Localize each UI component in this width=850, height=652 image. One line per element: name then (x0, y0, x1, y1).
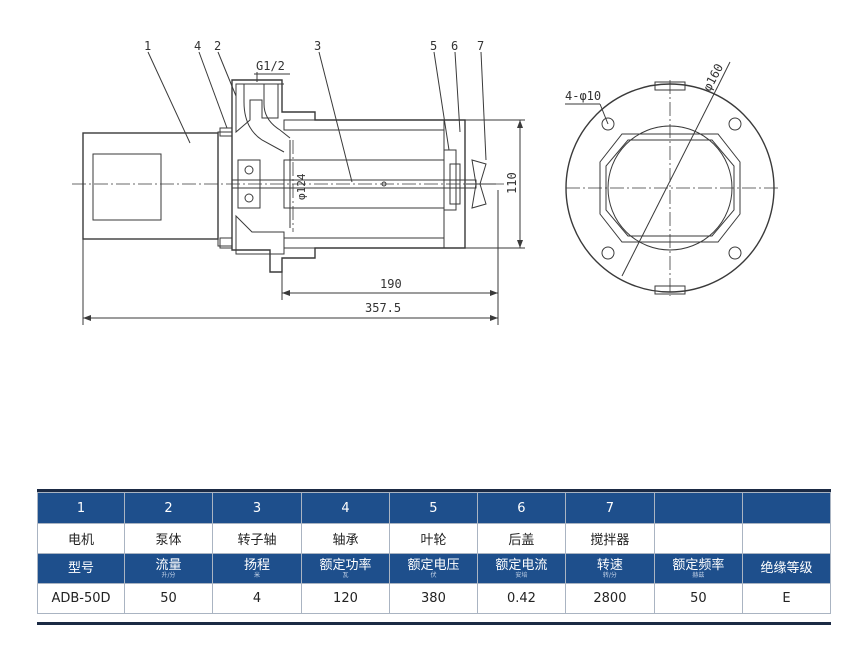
part-number-row: 1 2 3 4 5 6 7 (37, 492, 832, 524)
part-name-cell: 转子轴 (211, 523, 302, 554)
value-flow: 50 (123, 583, 213, 614)
thread-label: G1/2 (256, 59, 285, 73)
part-name-cell: 后盖 (476, 523, 566, 554)
part-name-cell: 泵体 (123, 523, 213, 554)
part-name-row: 电机 泵体 转子轴 轴承 叶轮 后盖 搅拌器 (37, 523, 832, 554)
dim-length-total: 357.5 (365, 301, 401, 315)
spec-table: 1 2 3 4 5 6 7 电机 泵体 转子轴 轴承 叶轮 后盖 搅拌器 型号 … (37, 492, 832, 614)
header-insulation: 绝缘等级 (741, 553, 832, 584)
callout-2: 2 (214, 39, 221, 53)
front-view: 4-φ10 φ160 (565, 61, 780, 296)
header-voltage: 额定电压伏 (388, 553, 478, 584)
part-number-cell: 1 (37, 492, 125, 524)
part-number-cell (741, 492, 832, 524)
part-name-cell: 轴承 (300, 523, 390, 554)
header-head: 扬程米 (211, 553, 302, 584)
header-model: 型号 (37, 553, 125, 584)
callout-5: 5 (430, 39, 437, 53)
part-name-cell: 电机 (37, 523, 125, 554)
value-model: ADB-50D (37, 583, 125, 614)
table-bottom-rule (37, 622, 831, 625)
motor-body (82, 132, 219, 240)
value-frequency: 50 (653, 583, 743, 614)
part-number-cell: 7 (564, 492, 655, 524)
header-speed: 转速转/分 (564, 553, 655, 584)
header-flow: 流量升/分 (123, 553, 213, 584)
value-speed: 2800 (564, 583, 655, 614)
value-power: 120 (300, 583, 390, 614)
callout-6: 6 (451, 39, 458, 53)
spec-value-row: ADB-50D 50 4 120 380 0.42 2800 50 E (37, 583, 832, 614)
part-name-cell (741, 523, 832, 554)
side-view: 1 4 2 3 5 6 7 G1/2 φ124 110 190 357.5 (72, 39, 525, 325)
value-head: 4 (211, 583, 302, 614)
dim-length-short: 190 (380, 277, 402, 291)
part-name-cell: 搅拌器 (564, 523, 655, 554)
part-name-cell: 叶轮 (388, 523, 478, 554)
part-number-cell: 3 (211, 492, 302, 524)
callout-7: 7 (477, 39, 484, 53)
value-voltage: 380 (388, 583, 478, 614)
part-number-cell: 5 (388, 492, 478, 524)
spec-header-row: 型号 流量升/分 扬程米 额定功率瓦 额定电压伏 额定电流安培 转速转/分 额定… (37, 553, 832, 584)
dim-shaft-dia: φ124 (295, 173, 308, 200)
value-current: 0.42 (476, 583, 566, 614)
header-current: 额定电流安培 (476, 553, 566, 584)
technical-drawing: 1 4 2 3 5 6 7 G1/2 φ124 110 190 357.5 (72, 39, 780, 325)
callout-1: 1 (144, 39, 151, 53)
callout-3: 3 (314, 39, 321, 53)
part-name-cell (653, 523, 743, 554)
part-number-cell: 6 (476, 492, 566, 524)
value-insulation: E (741, 583, 832, 614)
header-power: 额定功率瓦 (300, 553, 390, 584)
part-number-cell: 2 (123, 492, 213, 524)
callout-4: 4 (194, 39, 201, 53)
table-top-rule (37, 489, 831, 492)
part-number-cell: 4 (300, 492, 390, 524)
header-frequency: 额定频率赫兹 (653, 553, 743, 584)
dim-height: 110 (505, 172, 519, 194)
dim-bolt-holes: 4-φ10 (565, 89, 601, 103)
part-number-cell (653, 492, 743, 524)
